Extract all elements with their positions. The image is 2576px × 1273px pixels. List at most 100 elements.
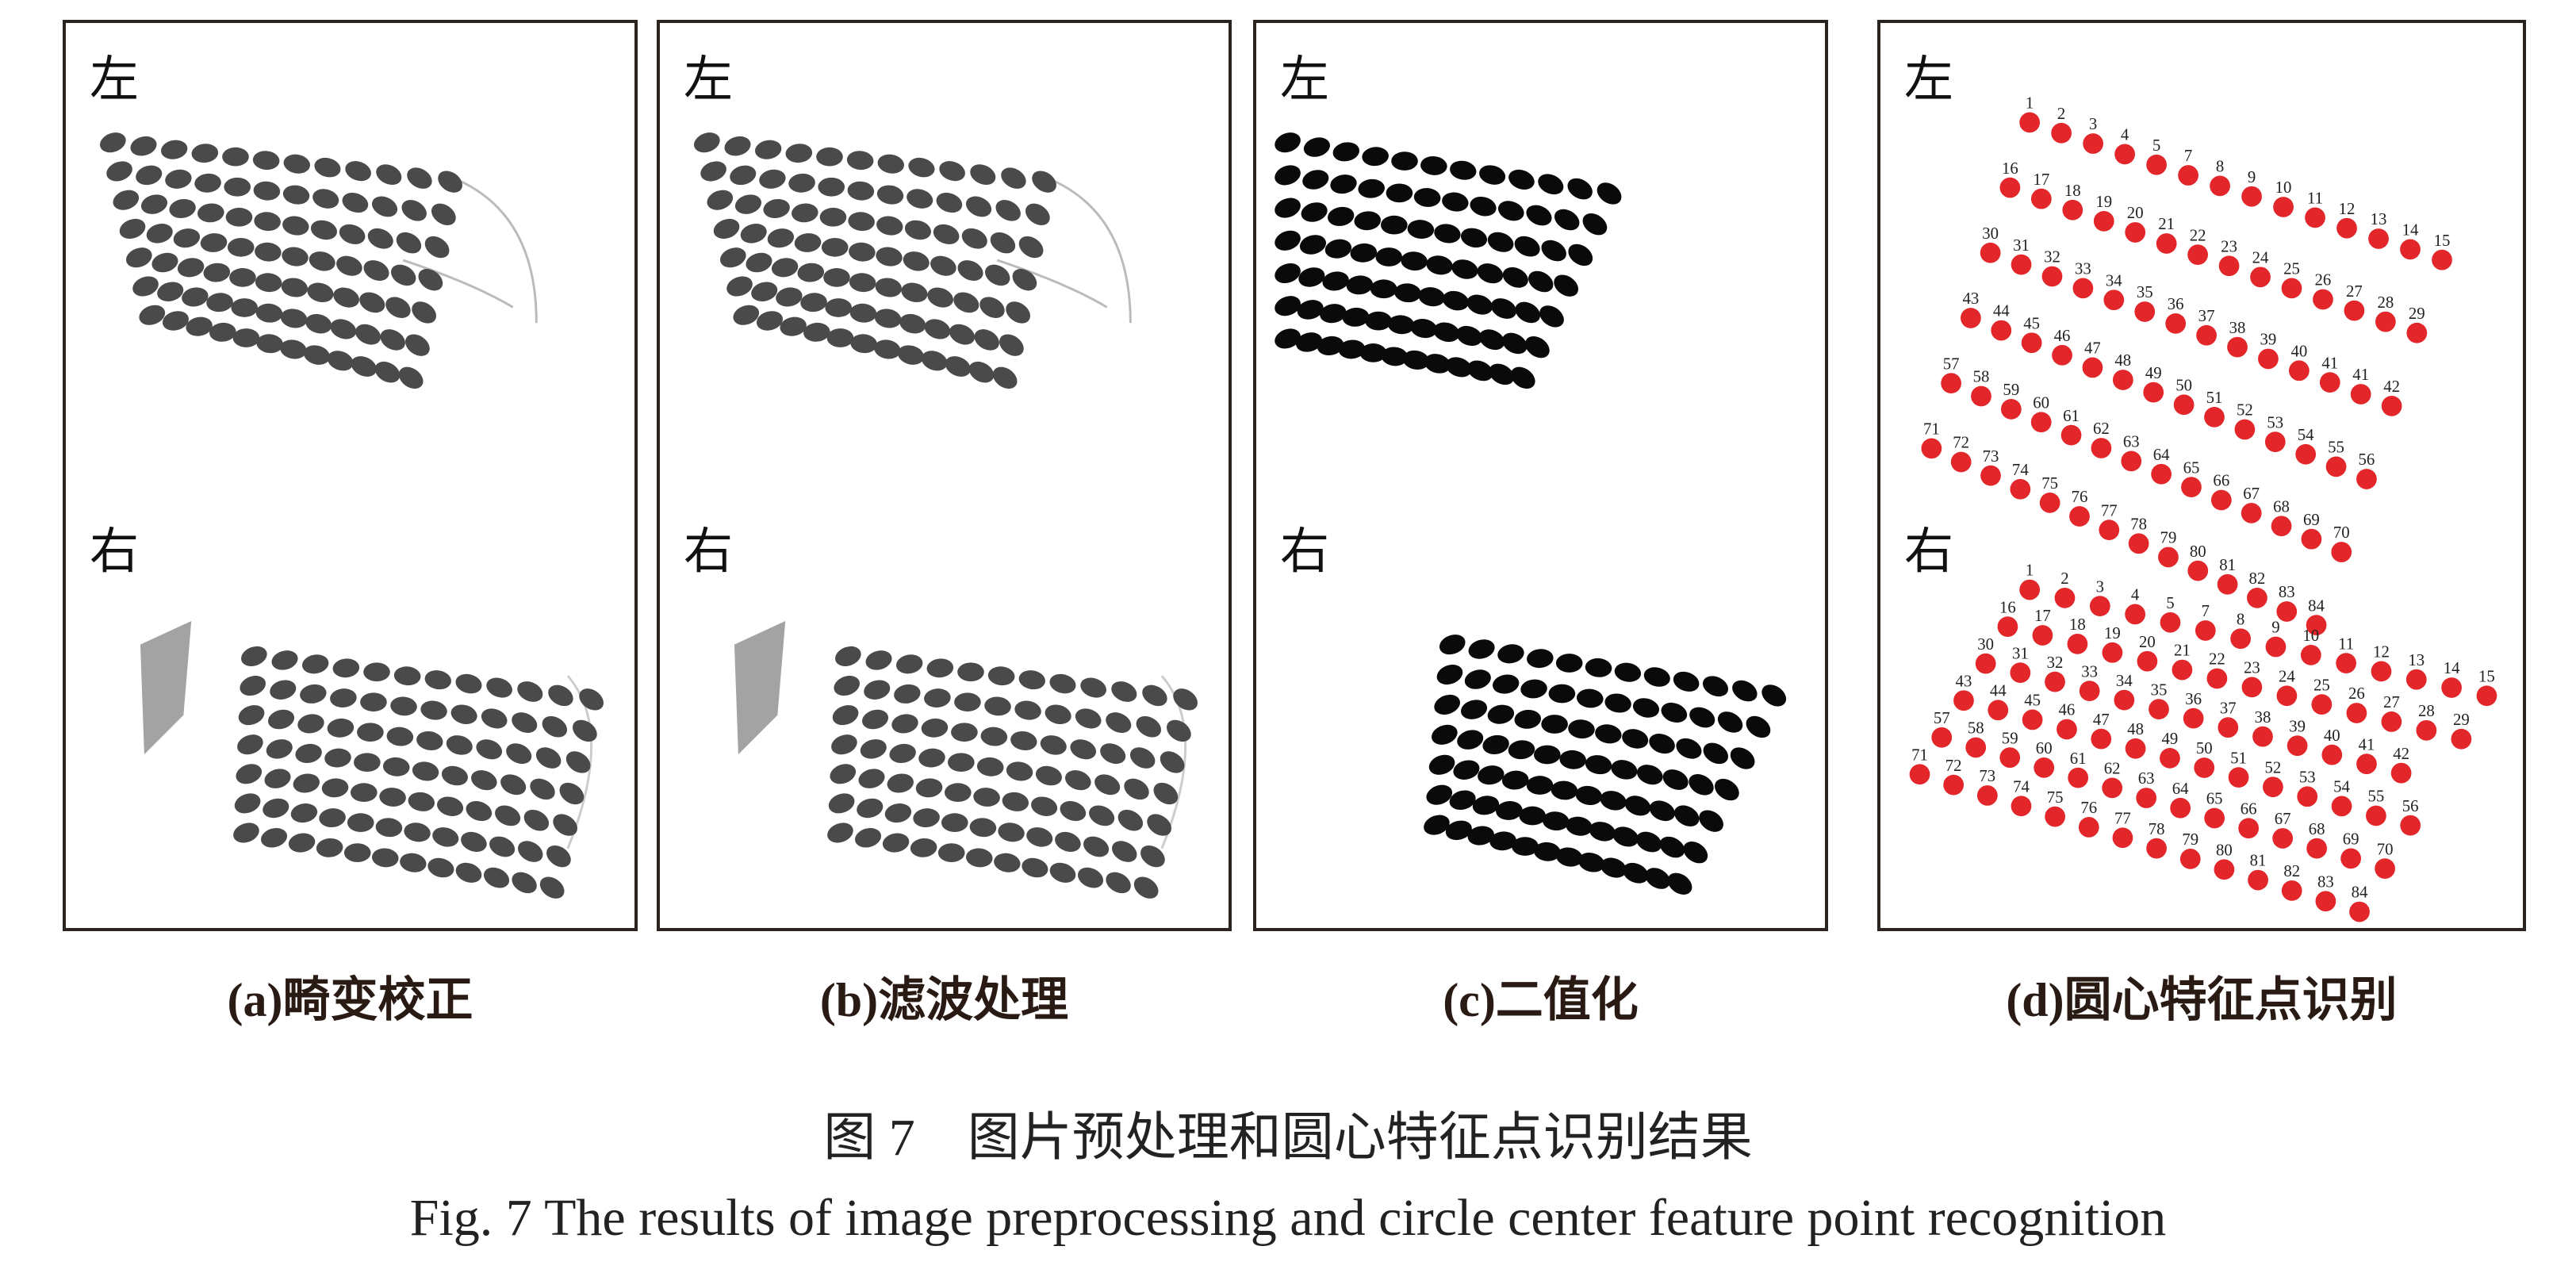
target-dot xyxy=(1502,332,1528,355)
feature-point xyxy=(2051,122,2072,144)
target-dot xyxy=(288,833,316,853)
target-dot xyxy=(1350,243,1378,263)
target-dot xyxy=(225,207,253,227)
target-dot xyxy=(1667,872,1692,895)
feature-point-label: 61 xyxy=(2063,407,2080,425)
target-dot xyxy=(470,770,497,791)
feature-point xyxy=(2030,412,2052,433)
feature-point-label: 3 xyxy=(2096,577,2104,596)
feature-point-label: 69 xyxy=(2303,511,2320,529)
target-dot xyxy=(357,723,384,742)
feature-point-label: 39 xyxy=(2260,331,2277,349)
feature-point xyxy=(2315,891,2336,912)
target-dot xyxy=(1070,739,1097,760)
feature-point xyxy=(2476,685,2497,707)
target-dot xyxy=(1402,350,1430,370)
feature-point xyxy=(2306,615,2327,636)
target-dot xyxy=(797,263,825,282)
panel-b-image xyxy=(694,132,1198,899)
target-dot xyxy=(165,169,192,189)
figure-caption-cn: 图 7 图片预处理和圆心特征点识别结果 xyxy=(823,1109,1753,1167)
target-dot xyxy=(1386,183,1413,203)
target-dot xyxy=(1622,729,1649,749)
feature-point xyxy=(2102,642,2123,663)
feature-point xyxy=(2114,689,2135,711)
target-dot xyxy=(1060,801,1087,822)
feature-point xyxy=(2297,786,2318,807)
target-dot xyxy=(1556,847,1583,867)
target-dot xyxy=(1683,842,1708,864)
target-dot xyxy=(1659,836,1685,858)
target-dot xyxy=(542,715,568,738)
target-dot xyxy=(1064,770,1091,791)
target-dot xyxy=(390,264,416,286)
target-dot xyxy=(949,324,976,345)
target-dot xyxy=(858,769,885,788)
feature-point-label: 35 xyxy=(2151,681,2168,699)
feature-point-label: 3 xyxy=(2089,115,2097,133)
feature-point xyxy=(2125,604,2146,625)
target-dot xyxy=(1702,676,1729,697)
target-dot xyxy=(579,688,604,711)
target-dot xyxy=(327,351,354,371)
feature-point xyxy=(2319,372,2340,393)
target-dot xyxy=(1497,644,1524,664)
target-dot xyxy=(827,822,853,843)
feature-point xyxy=(2218,255,2240,277)
feature-point xyxy=(2160,747,2180,769)
feature-point-label: 70 xyxy=(2333,523,2350,542)
target-dot xyxy=(573,719,597,742)
target-dot xyxy=(1006,301,1030,324)
target-dot xyxy=(1761,684,1787,707)
feature-point-label: 41 xyxy=(2321,354,2338,372)
feature-point xyxy=(2265,636,2287,658)
target-dot xyxy=(343,843,371,863)
feature-point-label: 77 xyxy=(2101,501,2118,520)
target-dot xyxy=(792,203,818,223)
target-dot xyxy=(876,185,904,205)
target-dot xyxy=(860,739,887,759)
feature-point-label: 80 xyxy=(2216,841,2233,859)
target-dot xyxy=(1160,751,1185,773)
target-dot xyxy=(290,803,318,823)
target-dot xyxy=(301,654,329,674)
label-left: 左 xyxy=(1904,53,1954,107)
target-dot xyxy=(825,298,853,317)
target-dot xyxy=(500,774,527,796)
target-dot xyxy=(476,739,503,760)
target-dot xyxy=(874,339,901,359)
feature-point-label: 66 xyxy=(2241,799,2257,818)
feature-point-label: 9 xyxy=(2271,619,2279,637)
target-dot xyxy=(125,247,152,268)
target-dot xyxy=(1022,857,1048,878)
feature-point xyxy=(2034,757,2055,778)
target-dot xyxy=(312,189,339,209)
target-dot xyxy=(252,151,280,171)
target-dot xyxy=(282,216,309,236)
target-dot xyxy=(1442,290,1469,311)
clamp-shadow xyxy=(734,620,786,755)
sheet-edge xyxy=(1160,675,1187,849)
target-dot xyxy=(921,718,949,738)
feature-point xyxy=(2091,728,2112,750)
feature-point-label: 21 xyxy=(2174,642,2191,660)
feature-point-label: 63 xyxy=(2138,769,2155,788)
feature-point-label: 84 xyxy=(2308,596,2325,615)
target-dot xyxy=(1031,796,1058,816)
feature-point xyxy=(2019,112,2041,133)
target-dot xyxy=(719,247,746,268)
target-dot xyxy=(1460,228,1488,248)
target-dot xyxy=(432,827,459,847)
target-dot xyxy=(530,778,555,800)
target-dot xyxy=(1457,730,1484,750)
target-dot xyxy=(297,714,324,734)
target-dot xyxy=(336,255,362,276)
target-dot xyxy=(1040,735,1067,755)
target-dot xyxy=(1391,151,1418,171)
target-dot xyxy=(1420,155,1447,175)
target-dot xyxy=(401,200,427,221)
target-dot xyxy=(1442,192,1469,212)
target-dot xyxy=(965,196,992,217)
target-dot xyxy=(486,677,512,698)
target-dot xyxy=(418,269,443,291)
